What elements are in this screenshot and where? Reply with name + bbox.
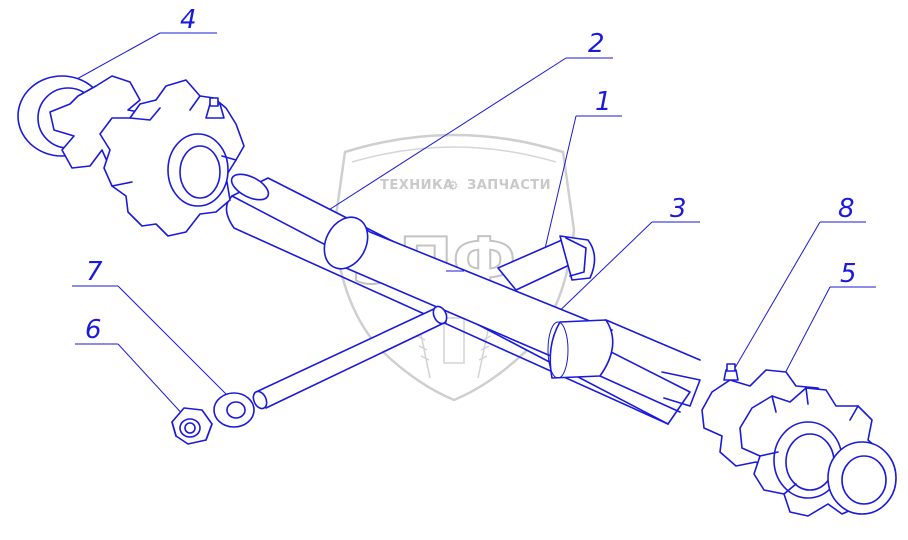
nut <box>171 407 213 445</box>
left-sprocket <box>17 75 245 237</box>
grease-nipple <box>723 363 739 381</box>
callout-6: 6 <box>85 315 102 345</box>
pin <box>497 235 596 291</box>
watermark-top-text: ТЕХНИКА <box>380 178 454 193</box>
callout-4: 4 <box>180 5 197 35</box>
callout-2: 2 <box>588 29 605 59</box>
long-rod <box>252 305 448 410</box>
watermark-wheat-icon <box>416 304 492 379</box>
callout-5: 5 <box>840 259 857 289</box>
watermark-gear-icon: ⚙ <box>447 179 459 194</box>
callout-8: 8 <box>838 194 855 224</box>
right-sprocket <box>701 369 897 517</box>
callout-3: 3 <box>670 194 687 224</box>
washer <box>213 392 255 428</box>
callouts: 4 2 1 3 8 5 7 6 <box>64 5 876 427</box>
watermark-top-text-2: ЗАПЧАСТИ <box>467 178 551 193</box>
callout-1: 1 <box>595 87 612 117</box>
watermark-shield <box>332 133 576 402</box>
callout-7: 7 <box>86 257 103 287</box>
tube <box>323 216 701 413</box>
